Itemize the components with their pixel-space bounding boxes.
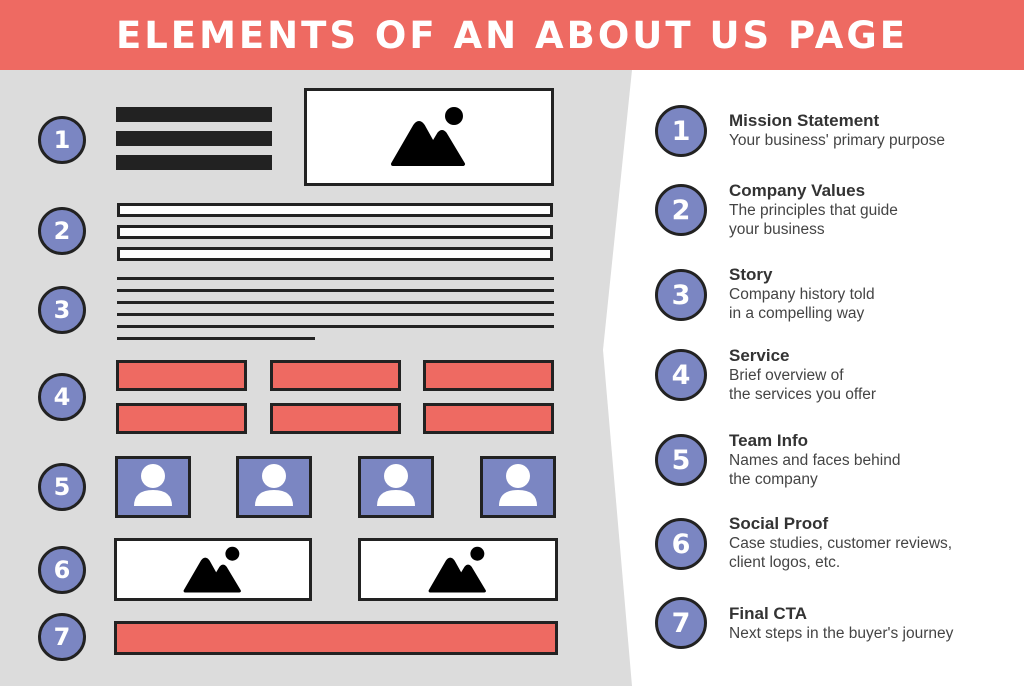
step-number-2: 2 xyxy=(38,207,86,255)
legend-desc: the services you offer xyxy=(729,386,877,403)
legend-item-service: Service Brief overview of the services y… xyxy=(729,346,876,404)
legend-title: Mission Statement xyxy=(729,111,880,130)
legend-desc: Names and faces behind xyxy=(729,452,901,469)
legend-desc: client logos, etc. xyxy=(729,554,841,571)
legend-number-4: 4 xyxy=(655,349,707,401)
legend-title: Social Proof xyxy=(729,514,829,533)
image-icon xyxy=(428,546,486,592)
person-icon xyxy=(255,464,293,506)
legend-item-social-proof: Social Proof Case studies, customer revi… xyxy=(729,514,952,572)
legend-number-3: 3 xyxy=(655,269,707,321)
service-block xyxy=(270,403,401,434)
legend-item-mission: Mission Statement Your business' primary… xyxy=(729,111,945,150)
step-number-7: 7 xyxy=(38,613,86,661)
legend-item-story: Story Company history told in a compelli… xyxy=(729,265,875,323)
legend-number-6: 6 xyxy=(655,518,707,570)
legend-desc: Your business' primary purpose xyxy=(729,132,946,149)
legend-title: Company Values xyxy=(729,181,866,200)
legend-item-values: Company Values The principles that guide… xyxy=(729,181,898,239)
legend-desc: Case studies, customer reviews, xyxy=(729,535,953,552)
service-block xyxy=(270,360,401,391)
story-text-line xyxy=(117,337,315,340)
legend-desc: Company history told xyxy=(729,286,875,303)
legend-desc: Next steps in the buyer's journey xyxy=(729,625,954,642)
story-text-line xyxy=(117,325,554,328)
legend-number-2: 2 xyxy=(655,184,707,236)
value-bar xyxy=(117,203,553,217)
person-icon xyxy=(499,464,537,506)
story-text-line xyxy=(117,289,554,292)
team-member-card xyxy=(358,456,434,518)
step-number-6: 6 xyxy=(38,546,86,594)
image-icon xyxy=(391,107,465,166)
value-bar xyxy=(117,247,553,261)
person-icon xyxy=(134,464,172,506)
page-title: ELEMENTS OF AN ABOUT US PAGE xyxy=(115,13,909,57)
person-icon xyxy=(377,464,415,506)
legend-desc: in a compelling way xyxy=(729,305,865,322)
story-text-line xyxy=(117,313,554,316)
legend-number-5: 5 xyxy=(655,434,707,486)
legend-title: Team Info xyxy=(729,431,809,450)
legend-title: Final CTA xyxy=(729,604,808,623)
team-member-card xyxy=(236,456,312,518)
step-number-4: 4 xyxy=(38,373,86,421)
proof-image-placeholder xyxy=(358,538,558,601)
heading-bar xyxy=(116,155,272,170)
header-banner: ELEMENTS OF AN ABOUT US PAGE xyxy=(0,0,1024,70)
legend-desc: the company xyxy=(729,471,818,488)
legend-title: Story xyxy=(729,265,773,284)
legend-title: Service xyxy=(729,346,790,365)
step-number-3: 3 xyxy=(38,286,86,334)
legend-desc: The principles that guide xyxy=(729,202,898,219)
legend-desc: Brief overview of xyxy=(729,367,844,384)
service-block xyxy=(116,403,247,434)
story-text-line xyxy=(117,277,554,280)
hero-image-placeholder xyxy=(304,88,554,186)
legend-item-cta: Final CTA Next steps in the buyer's jour… xyxy=(729,604,953,643)
service-block xyxy=(423,360,554,391)
legend-item-team: Team Info Names and faces behind the com… xyxy=(729,431,900,489)
step-number-1: 1 xyxy=(38,116,86,164)
heading-bar xyxy=(116,131,272,146)
proof-image-placeholder xyxy=(114,538,312,601)
team-member-card xyxy=(480,456,556,518)
service-block xyxy=(116,360,247,391)
legend-number-1: 1 xyxy=(655,105,707,157)
image-icon xyxy=(183,546,241,592)
value-bar xyxy=(117,225,553,239)
team-member-card xyxy=(115,456,191,518)
legend-desc: your business xyxy=(729,221,825,238)
story-text-line xyxy=(117,301,554,304)
legend-number-7: 7 xyxy=(655,597,707,649)
cta-bar xyxy=(114,621,558,655)
heading-bar xyxy=(116,107,272,122)
step-number-5: 5 xyxy=(38,463,86,511)
service-block xyxy=(423,403,554,434)
